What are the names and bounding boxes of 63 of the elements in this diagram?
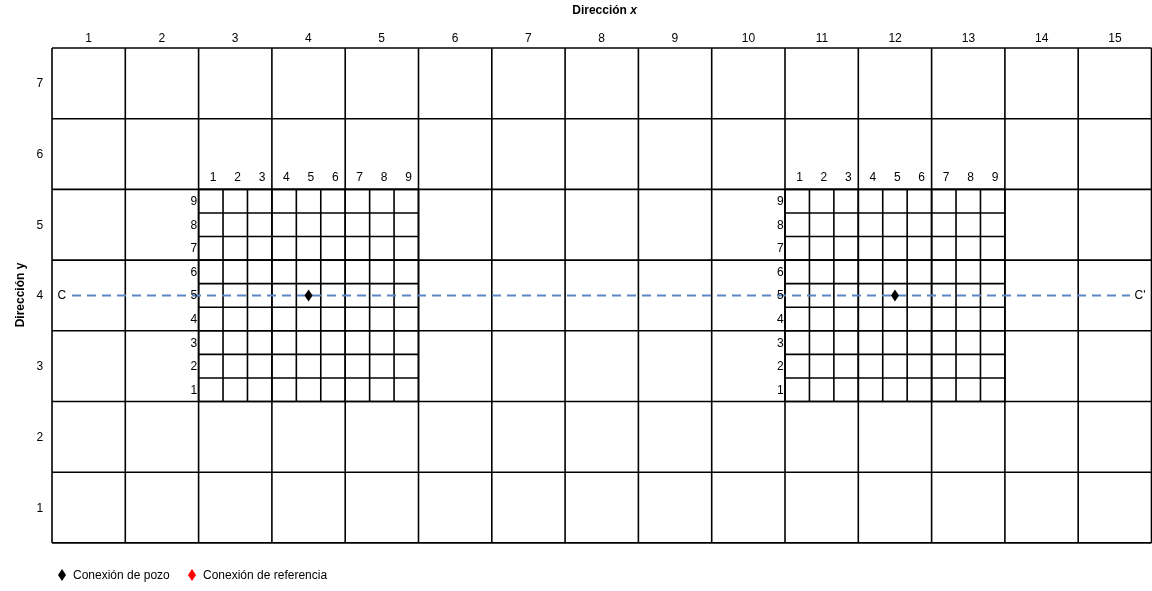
column-number: 2 <box>158 31 166 45</box>
row-number: 3 <box>777 335 784 350</box>
row-number: 5 <box>777 288 784 303</box>
row-number: 1 <box>36 500 44 515</box>
row-number: 6 <box>190 264 198 279</box>
column-number: 8 <box>380 170 388 185</box>
column-number: 3 <box>231 31 239 45</box>
column-number: 9 <box>671 31 679 45</box>
section-label: C' <box>1134 288 1146 303</box>
column-number: 2 <box>820 170 828 185</box>
column-number: 9 <box>405 170 412 185</box>
column-number: 3 <box>845 170 852 185</box>
row-number: 4 <box>190 312 198 326</box>
legend-text: Conexión de referencia <box>203 568 328 582</box>
column-number: 5 <box>893 170 901 185</box>
row-number: 4 <box>36 288 44 303</box>
row-number: 7 <box>36 76 44 91</box>
axis-title: Dirección y <box>12 263 27 328</box>
row-number: 1 <box>190 382 198 397</box>
row-number: 2 <box>36 429 44 444</box>
column-number: 7 <box>356 170 364 185</box>
column-number: 2 <box>234 170 241 185</box>
section-label: C <box>57 288 67 303</box>
row-number: 9 <box>777 194 784 209</box>
column-number: 9 <box>991 170 999 185</box>
column-number: 8 <box>598 31 605 45</box>
column-number: 13 <box>961 31 976 45</box>
column-number: 7 <box>524 31 532 45</box>
column-number: 8 <box>967 170 974 185</box>
row-number: 6 <box>36 147 44 162</box>
column-number: 11 <box>815 31 829 45</box>
column-number: 1 <box>209 170 217 185</box>
row-number: 7 <box>777 241 784 256</box>
row-number: 1 <box>777 382 784 397</box>
column-number: 7 <box>942 170 950 185</box>
row-number: 3 <box>190 335 198 350</box>
row-number: 2 <box>190 359 198 374</box>
row-number: 7 <box>190 241 198 256</box>
axis-title: Dirección x <box>572 3 637 17</box>
column-number: 3 <box>258 170 266 185</box>
column-number: 4 <box>869 170 877 185</box>
row-number: 4 <box>777 312 784 326</box>
row-number: 9 <box>190 194 198 209</box>
row-number: 6 <box>777 264 784 279</box>
row-number: 8 <box>190 217 198 232</box>
column-number: 10 <box>741 31 756 45</box>
column-number: 1 <box>85 31 92 45</box>
column-number: 5 <box>307 170 315 185</box>
column-number: 12 <box>888 31 902 45</box>
column-number: 6 <box>451 31 459 45</box>
row-number: 2 <box>777 359 784 374</box>
column-number: 4 <box>283 170 290 185</box>
column-number: 1 <box>796 170 803 185</box>
row-number: 3 <box>36 359 44 374</box>
column-number: 14 <box>1035 31 1049 45</box>
row-number: 8 <box>777 217 784 232</box>
legend-text: Conexión de pozo <box>73 568 170 582</box>
row-number: 5 <box>36 217 44 232</box>
column-number: 4 <box>305 31 312 45</box>
column-number: 6 <box>331 170 339 185</box>
column-number: 15 <box>1108 31 1122 45</box>
column-number: 6 <box>918 170 925 185</box>
column-number: 5 <box>378 31 386 45</box>
